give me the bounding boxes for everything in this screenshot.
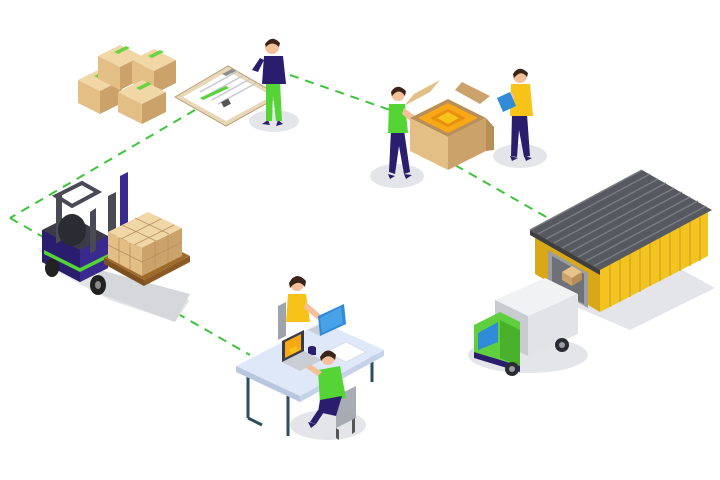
boxes-stack-icon (78, 45, 176, 124)
route-segment-right (454, 164, 556, 223)
person-operator-woman (278, 275, 322, 340)
person-checker (493, 68, 547, 168)
route-segment-top (289, 74, 391, 111)
route-segment-left-top (9, 109, 196, 219)
shadow (370, 164, 424, 188)
shadow (249, 110, 299, 132)
route-path (9, 74, 556, 356)
packing-box-icon (404, 80, 494, 170)
warehouse-icon (529, 169, 715, 330)
pallet-boxes (107, 212, 183, 276)
wheel (45, 259, 59, 277)
person-packer (370, 86, 424, 188)
clipboard-icon (173, 65, 282, 127)
shadow (493, 144, 547, 168)
person-operator-man (306, 350, 356, 440)
forklift-icon (38, 172, 190, 322)
cardboard-box (118, 80, 166, 124)
shadow (90, 270, 190, 322)
person-inspector (249, 38, 299, 132)
office-desk-icon (236, 275, 384, 440)
delivery-truck-icon (468, 278, 588, 376)
route-segment-left-bottom (9, 217, 251, 356)
